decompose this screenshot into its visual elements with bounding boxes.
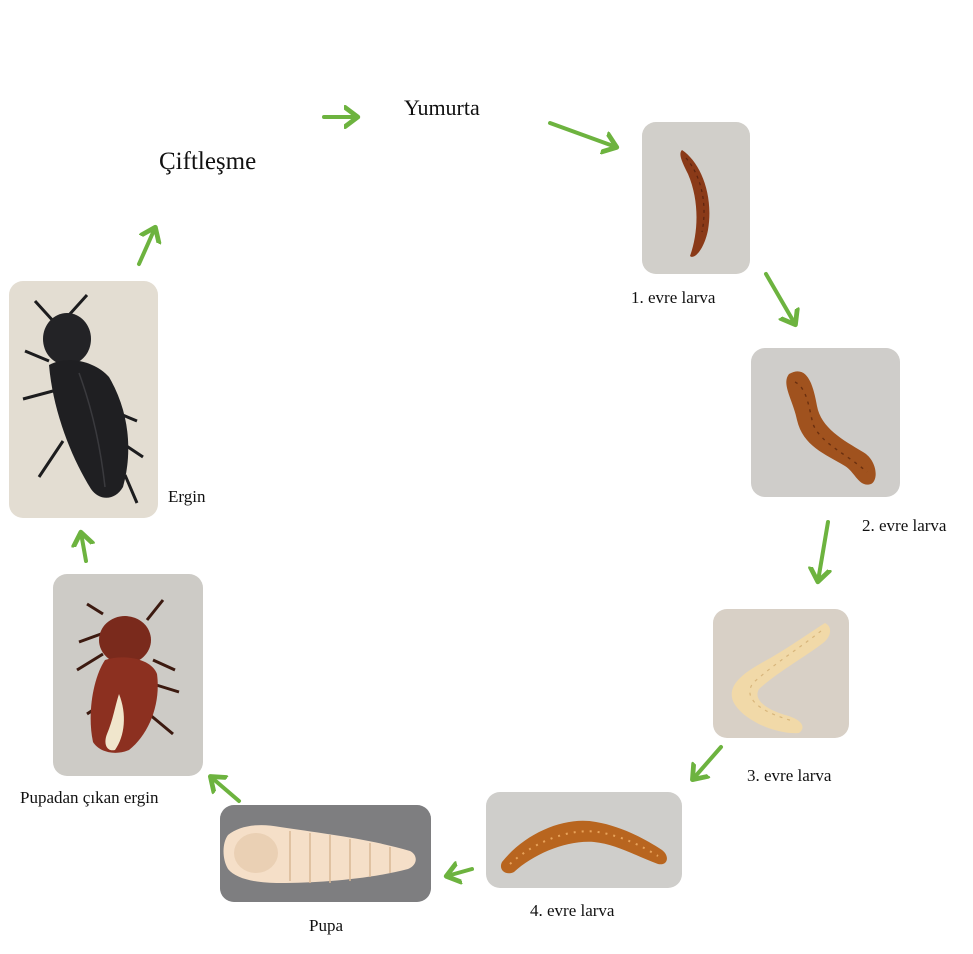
arrow-ergin-to-ciftlesme-icon [139,228,155,264]
arrow-yumurta-to-larva1-icon [550,123,616,147]
arrow-larva2-to-larva3-icon [818,522,828,581]
arrow-larva3-to-larva4-icon [693,747,721,779]
arrow-pupa-to-pupadan-icon [211,777,239,801]
arrow-pupadan-to-ergin-icon [81,533,86,561]
arrow-larva4-to-pupa-icon [447,869,472,876]
arrow-larva1-to-larva2-icon [766,274,795,324]
